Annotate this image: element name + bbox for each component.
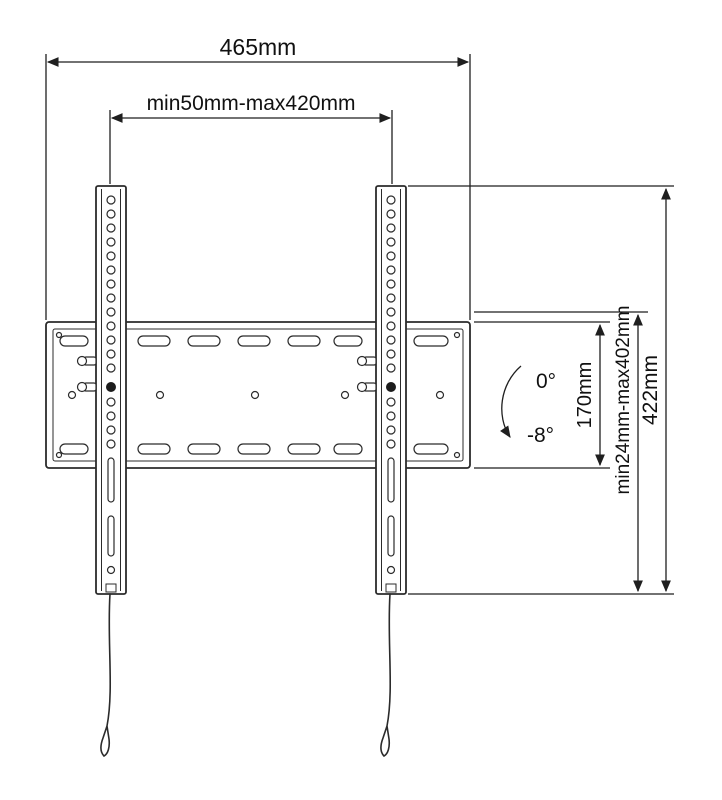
left-rail	[76, 185, 127, 595]
left-rail-lower-bolt	[76, 381, 97, 393]
right-pull-cord	[380, 593, 392, 757]
total-height-label: 422mm	[639, 355, 662, 425]
left-rail-upper-bolt	[76, 355, 97, 367]
plate-height-label: 170mm	[574, 362, 596, 429]
right-rail-upper-bolt	[356, 355, 377, 367]
total-width-label: 465mm	[220, 34, 297, 60]
dimension-height-range: min24mm-max402mm	[474, 306, 648, 593]
left-pull-cord	[100, 593, 112, 757]
dimension-total-width: 465mm	[45, 34, 471, 320]
tilt-annotation: 0° -8°	[500, 365, 556, 447]
tilt-max-label: 0°	[536, 370, 556, 393]
dimension-plate-height: 170mm	[474, 321, 610, 469]
dimension-total-height: 422mm	[408, 185, 674, 595]
height-range-label: min24mm-max402mm	[613, 306, 634, 495]
tilt-min-label: -8°	[527, 424, 554, 447]
right-rail-lower-bolt	[356, 381, 377, 393]
right-rail	[356, 185, 407, 595]
rail-spacing-label: min50mm-max420mm	[147, 92, 356, 115]
dimension-rail-spacing: min50mm-max420mm	[109, 92, 393, 184]
tilt-arc-arrow	[500, 365, 522, 438]
